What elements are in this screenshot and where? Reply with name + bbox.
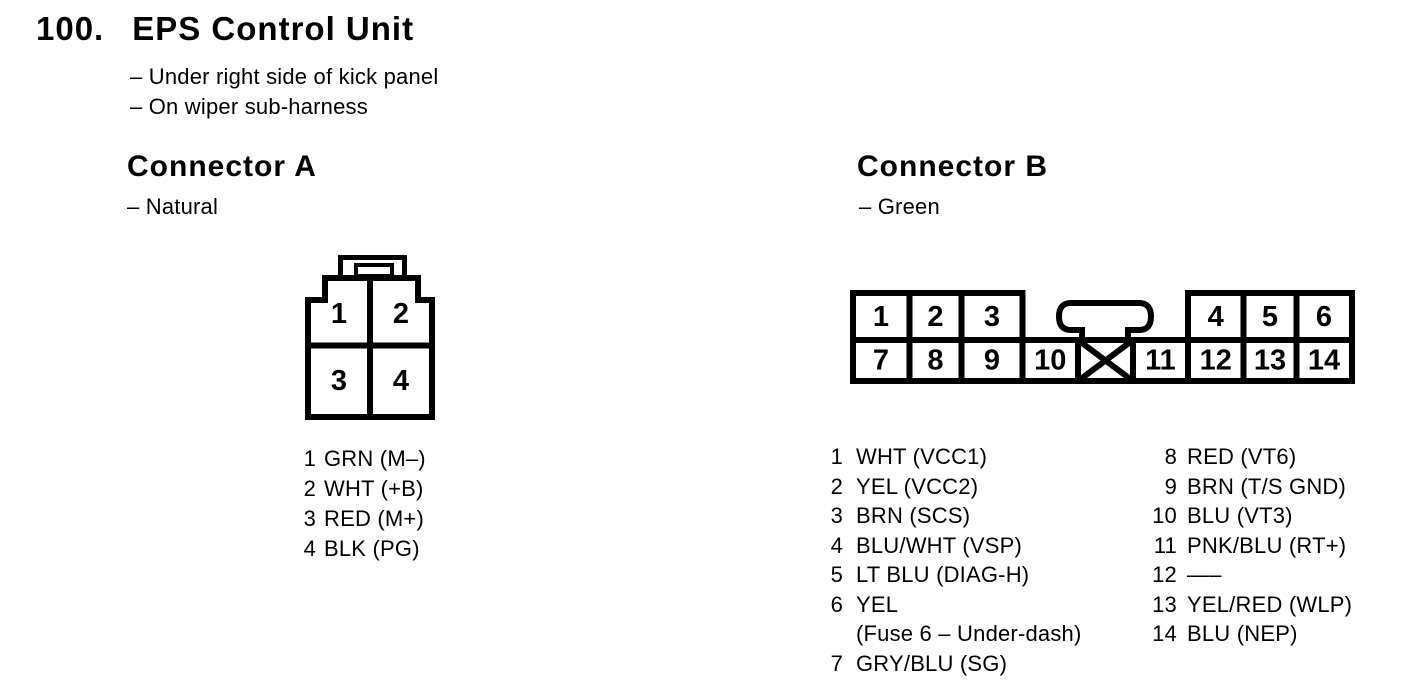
pin-number: 10: [1152, 503, 1177, 528]
pin-list-item: 5 LT BLU (DIAG-H): [830, 560, 1082, 590]
connector-a-pin-list: 1 GRN (M–) 2 WHT (+B) 3 RED (M+) 4 BLK (…: [303, 444, 426, 564]
connector-b-keying-tab: [1055, 300, 1155, 343]
pin-label: YEL (VCC2): [856, 473, 979, 499]
cavity-number: 13: [1254, 345, 1286, 377]
cavity-number: 3: [331, 365, 347, 397]
pin-number: 3: [303, 506, 316, 531]
pin-list-item: 14 BLU (NEP): [1151, 619, 1352, 649]
cavity-number: 3: [984, 301, 1000, 333]
pin-number: 5: [830, 562, 843, 587]
pin-label: PNK/BLU (RT+): [1187, 532, 1347, 558]
cavity-number: 8: [927, 345, 943, 377]
connector-a-heading: Connector A: [127, 150, 317, 183]
location-notes: – Under right side of kick panel – On wi…: [130, 62, 438, 122]
pin-label: RED (VT6): [1187, 444, 1297, 469]
connector-b-pin-list-left: 1 WHT (VCC1) 2 YEL (VCC2) 3 BRN (SCS) 4 …: [830, 442, 1082, 678]
connector-a-diagram: 1 2 3 4: [305, 255, 435, 420]
pin-number: 3: [830, 503, 843, 528]
pin-label: RED (M+): [324, 506, 424, 531]
connector-b-heading: Connector B: [857, 150, 1048, 183]
connector-b-color-note: – Green: [859, 194, 940, 219]
location-line: – On wiper sub-harness: [130, 94, 368, 119]
cavity-number: 5: [1262, 301, 1278, 333]
pin-label-continuation: (Fuse 6 – Under-dash): [856, 621, 1082, 646]
pin-list-item: 2 YEL (VCC2): [830, 472, 1082, 502]
pin-list-item: 1 GRN (M–): [303, 444, 426, 474]
cavity-number: 4: [393, 365, 409, 397]
blocked-cavity-x-icon: [1076, 337, 1135, 384]
cavity-number: 6: [1316, 301, 1332, 333]
cavity-number: 11: [1145, 345, 1176, 377]
pin-list-item: 3 BRN (SCS): [830, 501, 1082, 531]
connector-a-color-note: – Natural: [127, 194, 219, 219]
pin-number: 4: [830, 532, 843, 558]
cavity-number: 4: [1208, 301, 1224, 333]
pin-number: 11: [1153, 532, 1177, 558]
pin-list-item: 7 GRY/BLU (SG): [830, 649, 1082, 679]
cavity-number: 12: [1200, 345, 1232, 377]
cavity-number: 7: [873, 345, 889, 377]
pin-number: 1: [830, 444, 843, 469]
pin-label: LT BLU (DIAG-H): [856, 562, 1030, 587]
cavity-number: 14: [1308, 345, 1340, 377]
cavity-number: 1: [331, 298, 347, 330]
pin-label: BLU (VT3): [1187, 503, 1293, 528]
pin-list-item: 8 RED (VT6): [1151, 442, 1352, 472]
pin-number: 4: [303, 536, 316, 561]
cavity-number: 10: [1034, 345, 1066, 377]
pin-list-item: 9 BRN (T/S GND): [1151, 472, 1352, 502]
pin-number: 1: [303, 446, 316, 471]
pin-list-item: 12 —–: [1151, 560, 1352, 590]
cavity-number: 2: [927, 301, 943, 333]
pin-label: BLU (NEP): [1187, 621, 1298, 646]
connector-b-body: [850, 290, 1355, 384]
pin-label: YEL/RED (WLP): [1187, 591, 1353, 617]
connector-b-diagram: 1 2 3 4 5 6 7 8 9 10 11 12 13 14: [850, 290, 1355, 384]
pin-list-item: 3 RED (M+): [303, 504, 426, 534]
pin-list-item: 4 BLK (PG): [303, 534, 426, 564]
pin-list-item: 10 BLU (VT3): [1151, 501, 1352, 531]
section-title: EPS Control Unit: [132, 10, 415, 47]
cavity-number: 1: [873, 301, 889, 333]
pin-list-item: 2 WHT (+B): [303, 474, 426, 504]
pin-label: YEL: [856, 591, 899, 617]
pin-list-item: 13 YEL/RED (WLP): [1151, 590, 1352, 620]
page-title: 100. EPS Control Unit: [36, 10, 414, 48]
section-number: 100.: [36, 10, 105, 47]
pin-number: 2: [830, 473, 843, 499]
pin-number: 9: [1164, 473, 1177, 499]
location-line: – Under right side of kick panel: [130, 64, 439, 89]
connector-a-keying-tab-slot: [354, 263, 394, 278]
pin-number: 12: [1152, 562, 1177, 587]
pin-list-item: 4 BLU/WHT (VSP): [830, 531, 1082, 561]
pin-number: 2: [303, 476, 316, 501]
pin-number: 7: [830, 650, 843, 676]
pin-label: —–: [1187, 562, 1222, 587]
pin-label: BLK (PG): [324, 536, 420, 561]
pin-number: 13: [1152, 591, 1177, 617]
connector-b-pin-list-right: 8 RED (VT6) 9 BRN (T/S GND) 10 BLU (VT3)…: [1151, 442, 1352, 649]
pin-list-item: 1 WHT (VCC1): [830, 442, 1082, 472]
pin-number: 8: [1164, 444, 1177, 469]
pin-list-item: 11 PNK/BLU (RT+): [1151, 531, 1352, 561]
cavity-number: 9: [984, 345, 1000, 377]
pin-label: WHT (VCC1): [856, 444, 988, 469]
pin-number: 14: [1152, 621, 1177, 646]
pin-label: BLU/WHT (VSP): [856, 532, 1022, 558]
pin-list-item: 6 YEL: [830, 590, 1082, 620]
pin-label: BRN (SCS): [856, 503, 971, 528]
cavity-number: 2: [393, 298, 409, 330]
pin-label: GRY/BLU (SG): [856, 650, 1008, 676]
pin-number: 6: [830, 591, 843, 617]
pin-label: BRN (T/S GND): [1187, 473, 1347, 499]
pin-label: GRN (M–): [324, 446, 426, 471]
pin-label: WHT (+B): [324, 476, 424, 501]
